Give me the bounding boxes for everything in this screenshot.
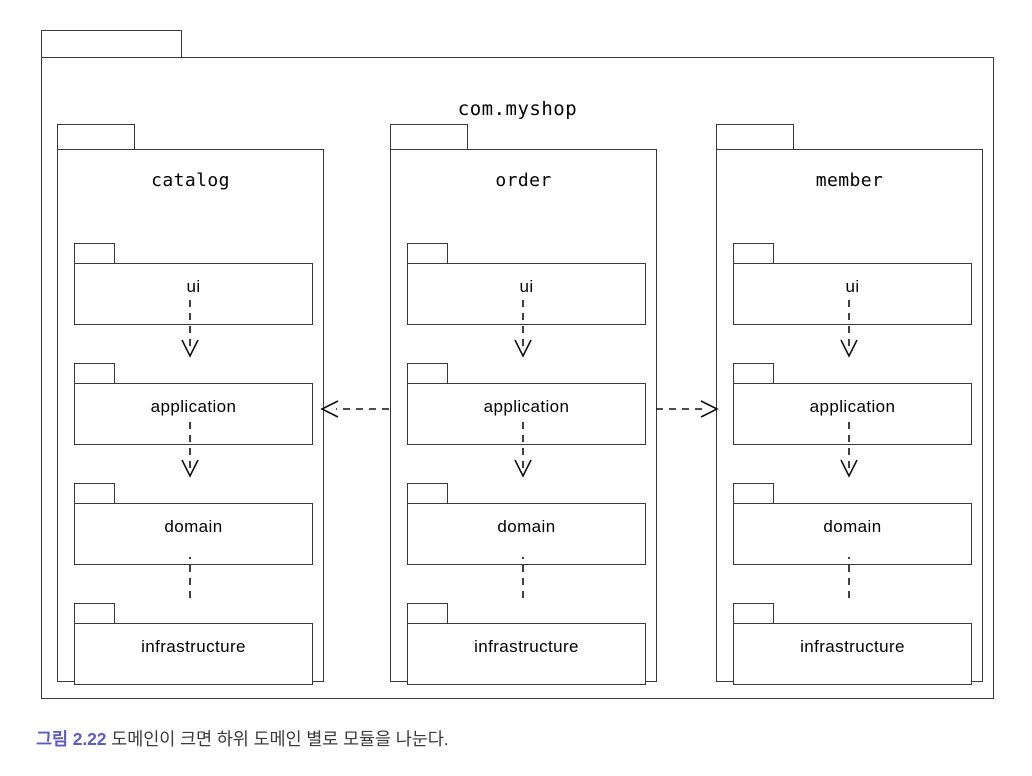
package-order-application: application <box>407 363 646 445</box>
package-member: member ui application domain <box>716 124 983 685</box>
package-tab-catalog-application <box>74 363 115 384</box>
package-body-member-ui: ui <box>733 263 972 325</box>
package-label-member-application: application <box>809 397 896 416</box>
package-tab-order-infrastructure <box>407 603 448 624</box>
package-body-member-application: application <box>733 383 972 445</box>
package-member-infrastructure: infrastructure <box>733 603 972 685</box>
package-member-domain: domain <box>733 483 972 565</box>
package-member-ui: ui <box>733 243 972 325</box>
package-tab-order <box>390 124 468 150</box>
package-catalog-application: application <box>74 363 313 445</box>
package-order-domain: domain <box>407 483 646 565</box>
package-tab-member-ui <box>733 243 774 264</box>
package-label-order-ui: ui <box>519 277 534 296</box>
package-tab-order-application <box>407 363 448 384</box>
package-catalog-infrastructure: infrastructure <box>74 603 313 685</box>
figure-caption-text: 도메인이 크면 하위 도메인 별로 모듈을 나눈다. <box>106 729 449 749</box>
package-body-catalog: catalog ui application domain <box>57 149 324 685</box>
package-tab-order-domain <box>407 483 448 504</box>
package-body-member: member ui application domain <box>716 149 983 685</box>
package-body-order-domain: domain <box>407 503 646 565</box>
package-tab-member-domain <box>733 483 774 504</box>
package-body-catalog-application: application <box>74 383 313 445</box>
package-order-infrastructure: infrastructure <box>407 603 646 685</box>
package-label-com-myshop: com.myshop <box>457 98 578 120</box>
package-body-member-infrastructure: infrastructure <box>733 623 972 685</box>
package-body-member-domain: domain <box>733 503 972 565</box>
package-tab-member-application <box>733 363 774 384</box>
package-tab-order-ui <box>407 243 448 264</box>
package-body-order: order ui application domain <box>390 149 657 685</box>
package-body-catalog-ui: ui <box>74 263 313 325</box>
figure-caption-label: 그림 2.22 <box>36 729 107 749</box>
package-body-catalog-domain: domain <box>74 503 313 565</box>
package-order: order ui application domain <box>390 124 657 685</box>
package-body-order-infrastructure: infrastructure <box>407 623 646 685</box>
package-label-catalog: catalog <box>151 170 230 191</box>
package-body-catalog-infrastructure: infrastructure <box>74 623 313 685</box>
package-tab-com-myshop <box>41 30 182 58</box>
package-tab-catalog <box>57 124 135 150</box>
package-tab-catalog-ui <box>74 243 115 264</box>
figure-caption: 그림 2.22 도메인이 크면 하위 도메인 별로 모듈을 나눈다. <box>36 726 449 751</box>
package-label-member-infrastructure: infrastructure <box>800 637 905 656</box>
package-tab-catalog-infrastructure <box>74 603 115 624</box>
package-member-application: application <box>733 363 972 445</box>
package-tab-catalog-domain <box>74 483 115 504</box>
package-body-order-application: application <box>407 383 646 445</box>
package-label-catalog-domain: domain <box>164 517 223 536</box>
package-label-member: member <box>815 170 884 191</box>
package-label-catalog-infrastructure: infrastructure <box>141 637 246 656</box>
package-order-ui: ui <box>407 243 646 325</box>
package-label-member-domain: domain <box>823 517 882 536</box>
package-label-order-infrastructure: infrastructure <box>474 637 579 656</box>
package-label-order: order <box>495 170 552 191</box>
package-catalog: catalog ui application domain <box>57 124 324 685</box>
package-body-order-ui: ui <box>407 263 646 325</box>
package-label-member-ui: ui <box>845 277 860 296</box>
package-label-catalog-application: application <box>150 397 237 416</box>
package-catalog-domain: domain <box>74 483 313 565</box>
package-label-order-domain: domain <box>497 517 556 536</box>
package-tab-member <box>716 124 794 150</box>
package-label-catalog-ui: ui <box>186 277 201 296</box>
package-tab-member-infrastructure <box>733 603 774 624</box>
package-label-order-application: application <box>483 397 570 416</box>
package-catalog-ui: ui <box>74 243 313 325</box>
